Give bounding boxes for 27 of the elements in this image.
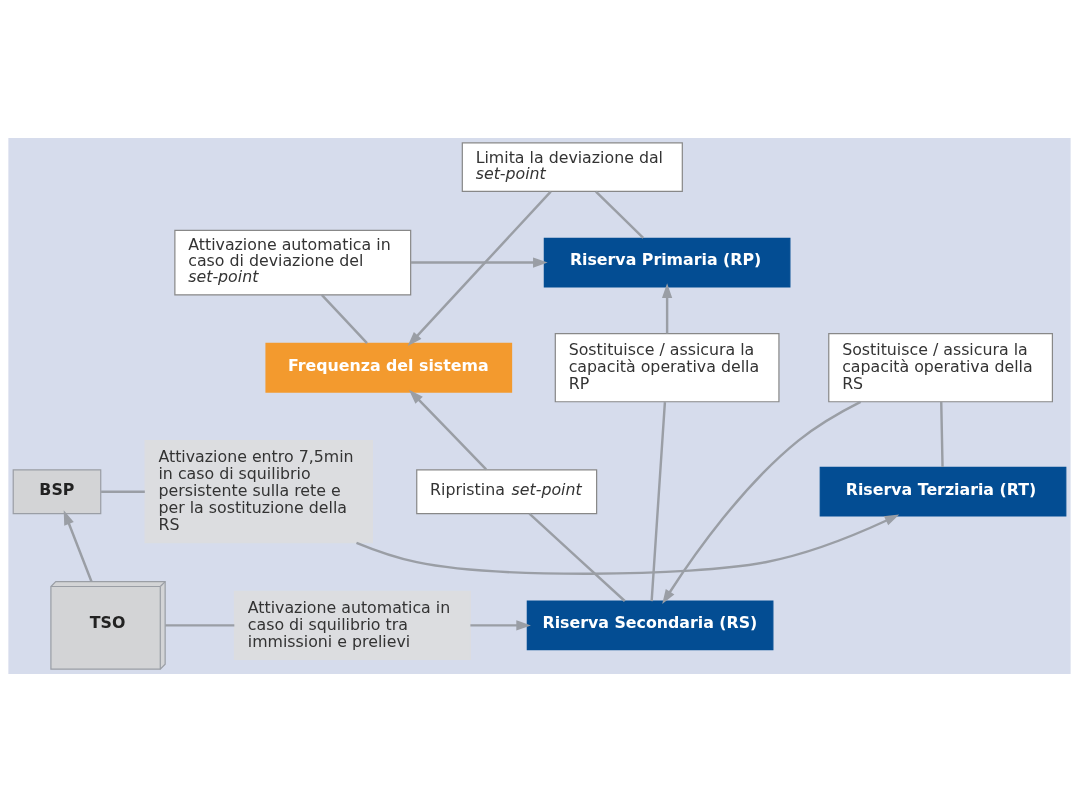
connector xyxy=(650,402,667,602)
connector xyxy=(595,190,645,239)
node-box: Attivazione automatica in caso di squilibrio tra immissioni e prelievi xyxy=(233,590,471,660)
connector xyxy=(320,293,368,345)
arrow xyxy=(63,510,93,582)
node-box: Frequenza del sistema xyxy=(265,342,513,393)
node-box: Attivazione entro 7,5min in caso di squilibrio persistente sulla rete e per la sostituzione della RS xyxy=(144,440,373,544)
connector xyxy=(528,512,626,602)
arrow xyxy=(662,283,673,334)
node-box: Ripristina set-point xyxy=(416,469,598,515)
node-box: Limita la deviazione dal set-point xyxy=(461,142,683,193)
node-box: Riserva Primaria (RP) xyxy=(543,237,791,288)
node-box: BSP xyxy=(12,469,102,515)
connector xyxy=(165,624,235,627)
arrow xyxy=(408,389,487,471)
connector xyxy=(101,490,145,493)
node-box: Riserva Secondaria (RS) xyxy=(526,600,774,651)
arrow xyxy=(407,190,552,347)
connector xyxy=(940,401,944,468)
node-box: Attivazione automatica in caso di deviazione del set-point xyxy=(174,229,412,296)
node-box: Riserva Terziaria (RT) xyxy=(819,466,1067,517)
node-box: Sostituisce / assicura la capacità operativa della RP xyxy=(554,333,780,403)
node-box: Sostituisce / assicura la capacità operativa della RS xyxy=(828,333,1053,403)
arrow xyxy=(410,257,548,268)
arrow xyxy=(470,620,531,631)
arrow xyxy=(662,400,862,605)
arrow xyxy=(356,514,900,575)
